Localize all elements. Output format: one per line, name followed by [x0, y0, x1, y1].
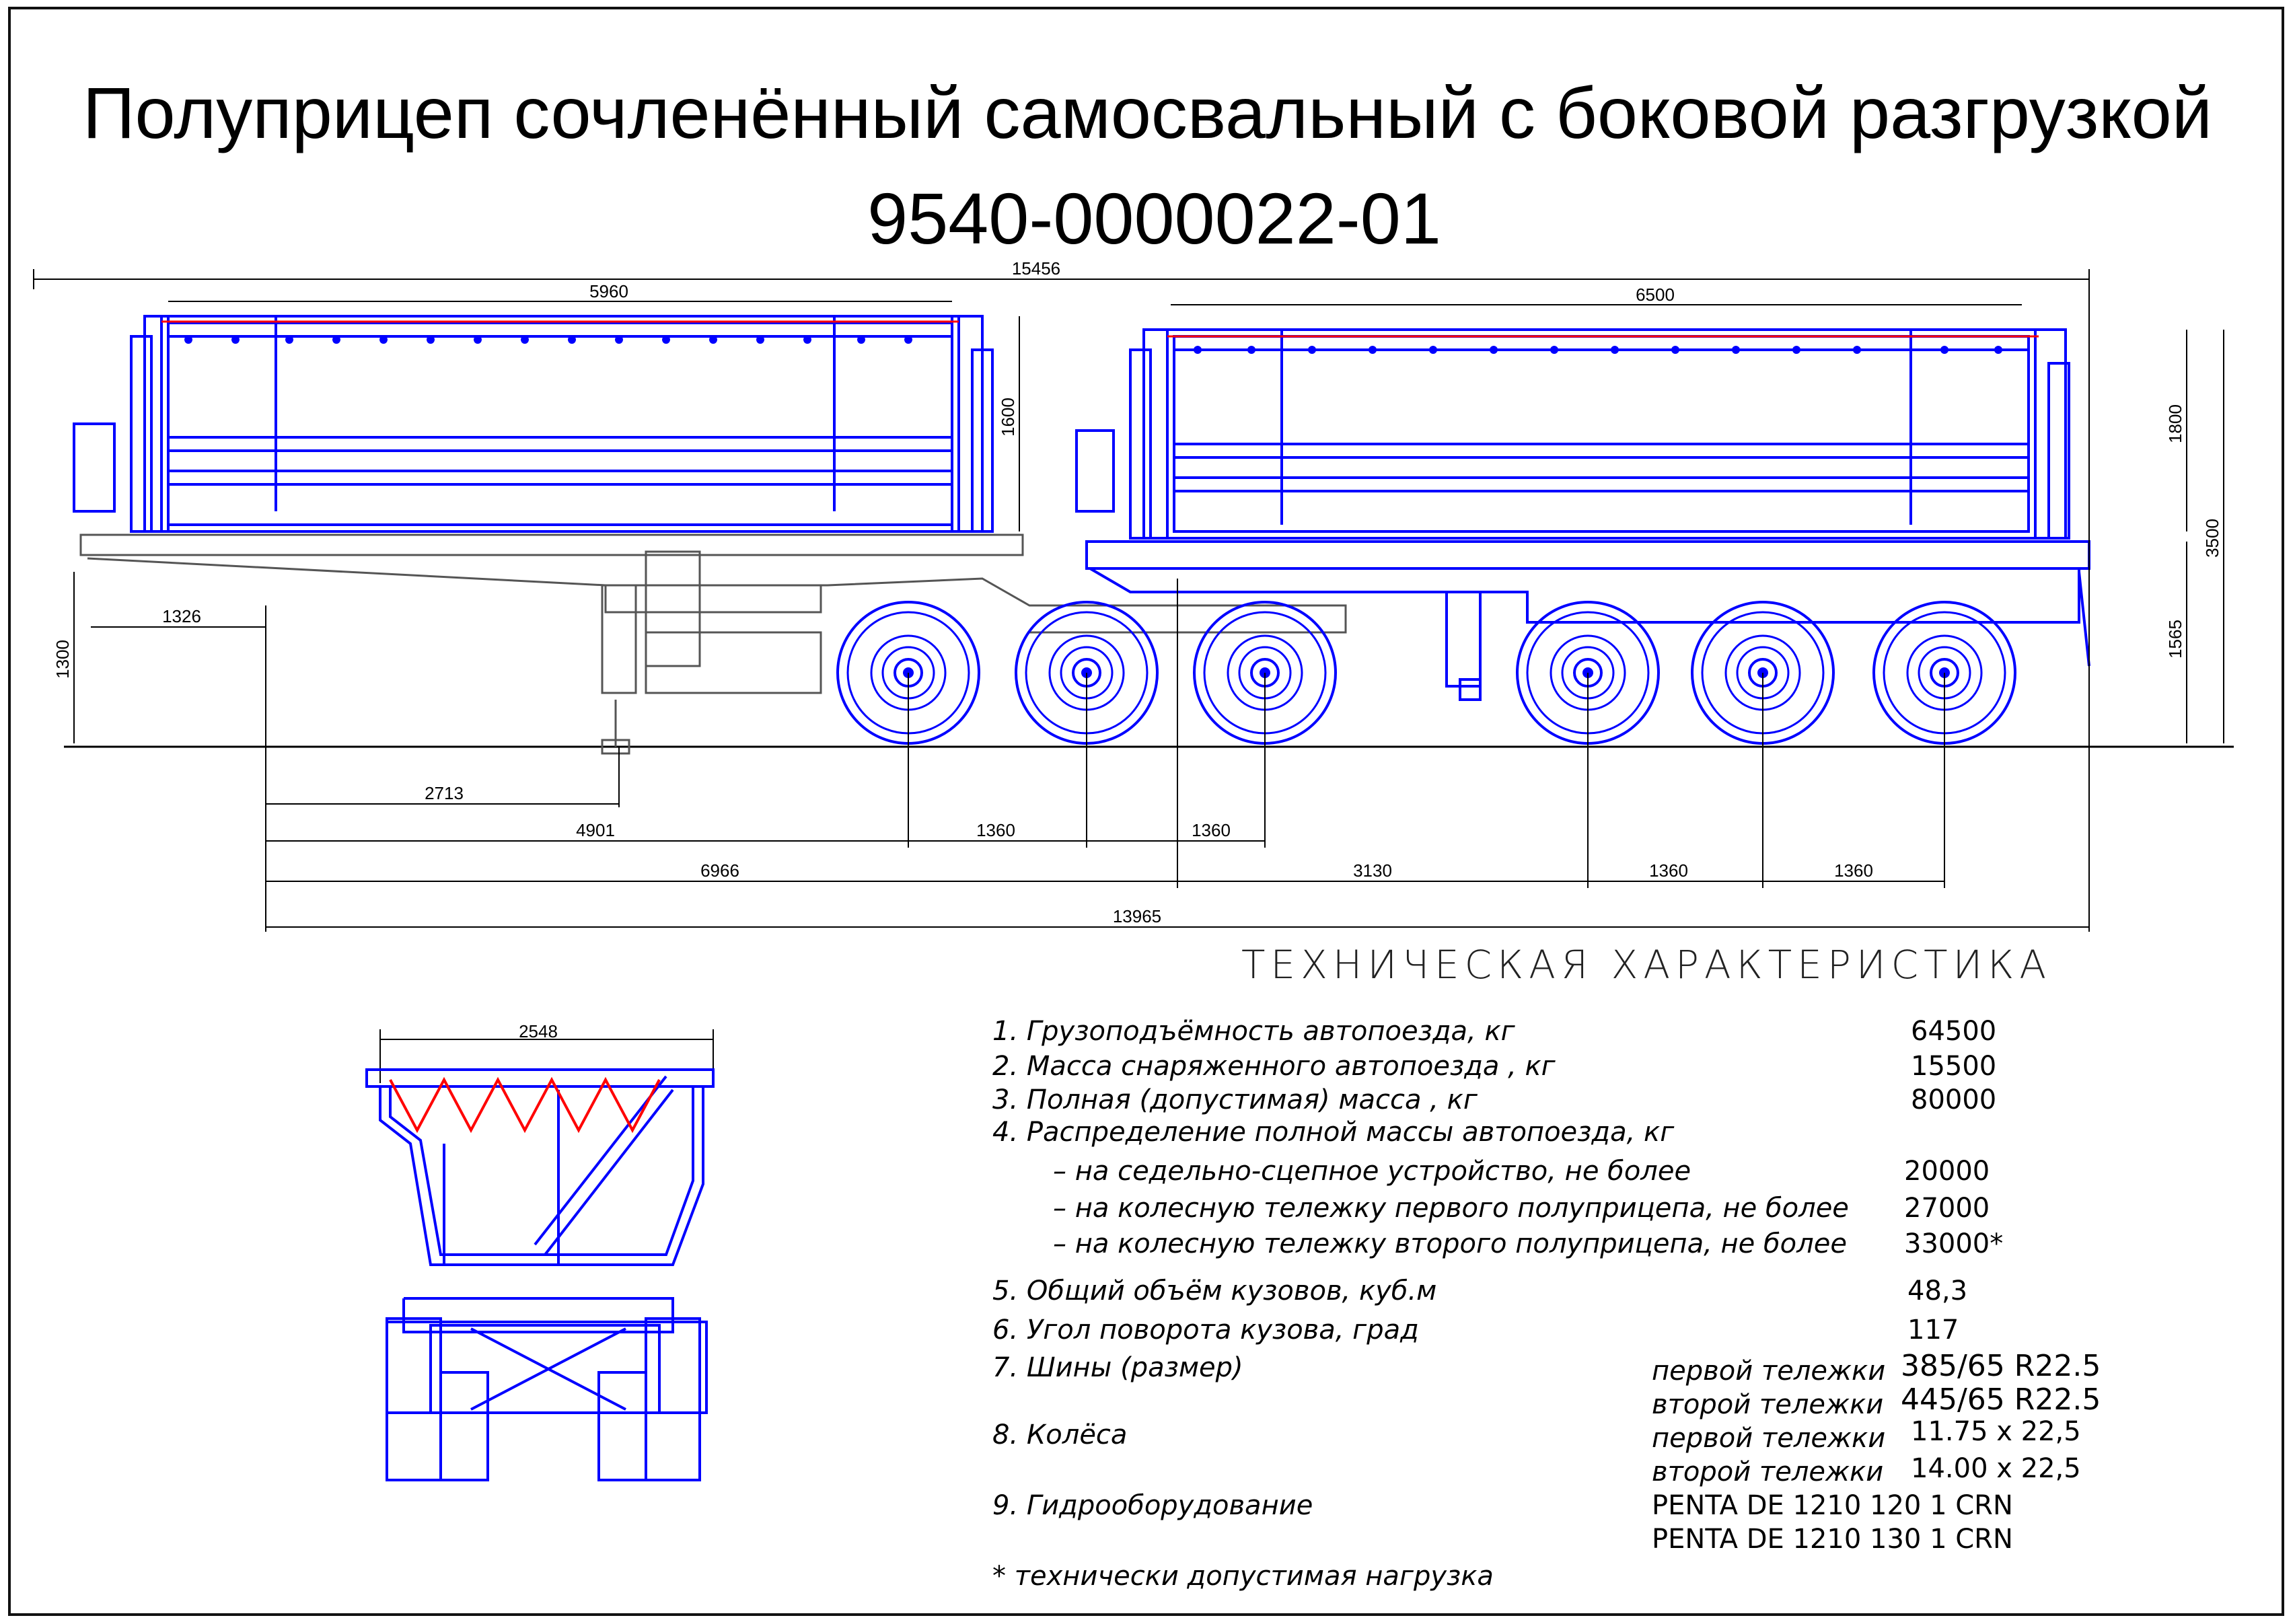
spec-row-4a-label: – на седельно-сцепное устройство, не бол…: [1053, 1156, 1691, 1187]
spec-row-4-label: 4. Распределение полной массы автопоезда…: [992, 1117, 1675, 1148]
wheel-second-value: 14.00 x 22,5: [1911, 1453, 2081, 1484]
spec-row-7-label: 7. Шины (размер): [992, 1352, 1243, 1383]
dim-hitch-to-axle4: 3130: [1353, 860, 1392, 881]
dim-frame-height: 1565: [2165, 620, 2185, 659]
dim-wheelbase-total: 13965: [1113, 906, 1161, 926]
spec-row-8-label: 8. Колёса: [992, 1419, 1128, 1450]
spec-heading: ТЕХНИЧЕСКАЯ ХАРАКТЕРИСТИКА: [1241, 942, 2052, 988]
spec-row-2-label: 2. Масса снаряженного автопоезда , кг: [992, 1051, 1556, 1082]
wheel-first-value: 11.75 x 22,5: [1911, 1416, 2081, 1447]
wheel-first-label: первой тележки: [1652, 1423, 1886, 1454]
spec-row-3-value: 80000: [1911, 1084, 1997, 1115]
dimension-labels: 15456 5960 6500 1600 1800 3500 1565 1326…: [52, 258, 2222, 1041]
spec-row-6-label: 6. Угол поворота кузова, град: [992, 1315, 1419, 1345]
title-line-1: Полуприцеп сочленённый самосвальный с бо…: [82, 72, 2213, 153]
spec-row-6-value: 117: [1907, 1315, 1959, 1345]
dim-axle-spacing-c: 1360: [1649, 860, 1688, 881]
first-trailer-body: [73, 315, 994, 533]
sheet-frame: [8, 7, 2284, 1616]
dim-to-hitch: 6966: [700, 860, 739, 881]
dim-body1-length: 5960: [589, 281, 628, 301]
dim-to-axle1: 4901: [576, 820, 615, 840]
spec-row-4a-value: 20000: [1904, 1156, 1990, 1187]
first-trailer-chassis: [79, 533, 1347, 755]
tire-first-label: первой тележки: [1652, 1356, 1886, 1387]
dim-axle-spacing-a: 1360: [976, 820, 1015, 840]
tire-second-label: второй тележки: [1652, 1389, 1884, 1420]
dim-front-overhang: 1326: [162, 606, 201, 626]
spec-row-9-label: 9. Гидрооборудование: [992, 1490, 1313, 1521]
spec-row-1-label: 1. Грузоподъёмность автопоезда, кг: [992, 1016, 1515, 1047]
spec-row-4b-value: 27000: [1904, 1193, 1990, 1224]
tire-second-value: 445/65 R22.5: [1901, 1382, 2101, 1417]
rear-view-hinges: [389, 1076, 661, 1134]
spec-row-4c-label: – на колесную тележку второго полуприцеп…: [1053, 1228, 1847, 1259]
dim-coupling-height: 1300: [52, 640, 73, 679]
wheel-second-label: второй тележки: [1652, 1456, 1884, 1487]
dim-body2-height: 1800: [2165, 404, 2185, 443]
dim-axle-spacing-b: 1360: [1192, 820, 1231, 840]
dim-rear-width: 2548: [519, 1021, 558, 1041]
second-trailer-rivets: [1194, 346, 2002, 354]
spec-row-5-value: 48,3: [1907, 1276, 1968, 1306]
spec-row-5-label: 5. Общий объём кузовов, куб.м: [992, 1276, 1437, 1306]
spec-row-3-label: 3. Полная (допустимая) масса , кг: [992, 1084, 1478, 1115]
second-trailer-body: [1075, 328, 2070, 540]
rear-view-drawing: [365, 1029, 715, 1481]
dim-axle-spacing-d: 1360: [1834, 860, 1873, 881]
hydraulics-second: PENTA DE 1210 130 1 CRN: [1652, 1524, 2013, 1555]
spec-row-1-value: 64500: [1911, 1016, 1997, 1047]
dimension-lines: [33, 269, 2224, 932]
dim-overall-height: 3500: [2202, 519, 2222, 558]
hydraulics-first: PENTA DE 1210 120 1 CRN: [1652, 1490, 2013, 1521]
spec-row-4b-label: – на колесную тележку первого полуприцеп…: [1053, 1193, 1849, 1224]
title-line-2: 9540-0000022-01: [867, 178, 1441, 259]
footnote: * технически допустимая нагрузка: [992, 1561, 1494, 1592]
tire-first-value: 385/65 R22.5: [1901, 1349, 2101, 1383]
first-trailer-rivets: [184, 336, 912, 344]
spec-row-2-value: 15500: [1911, 1051, 1997, 1082]
dim-overall-length: 15456: [1012, 258, 1060, 279]
dim-body2-length: 6500: [1636, 285, 1675, 305]
dim-body1-height: 1600: [998, 398, 1018, 437]
dim-to-support: 2713: [425, 783, 464, 803]
spec-row-4c-value: 33000*: [1904, 1228, 2004, 1259]
